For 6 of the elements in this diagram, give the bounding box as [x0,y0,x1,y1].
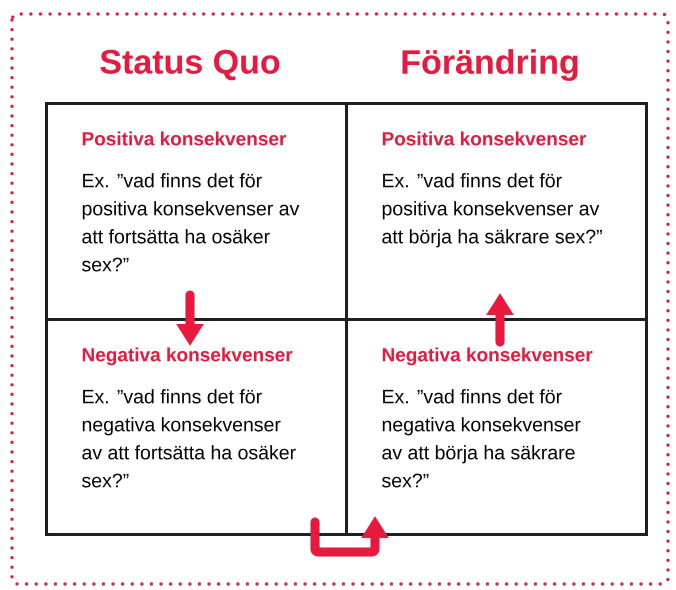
column-heading: Status Quo [100,50,280,80]
quadrant-cell: Negativa konsekvenser Ex. ”vad finns det för negativa konsekvenser av att fortsätta ha osäker sex?” [45,318,348,536]
column-heading: Förändring [402,49,578,81]
quadrant-cell: Negativa konsekvenser Ex. ”vad finns det för negativa konsekvenser av att börja ha säkrare sex?” [345,318,648,536]
quadrant-cell: Positiva konsekvenser Ex. ”vad finns det för positiva konsekvenser av att fortsätta ha osäker sex?” [45,102,348,321]
quadrant-cell: Positiva konsekvenser Ex. ”vad finns det för positiva konsekvenser av att börja ha säkrare sex?” [345,102,648,321]
